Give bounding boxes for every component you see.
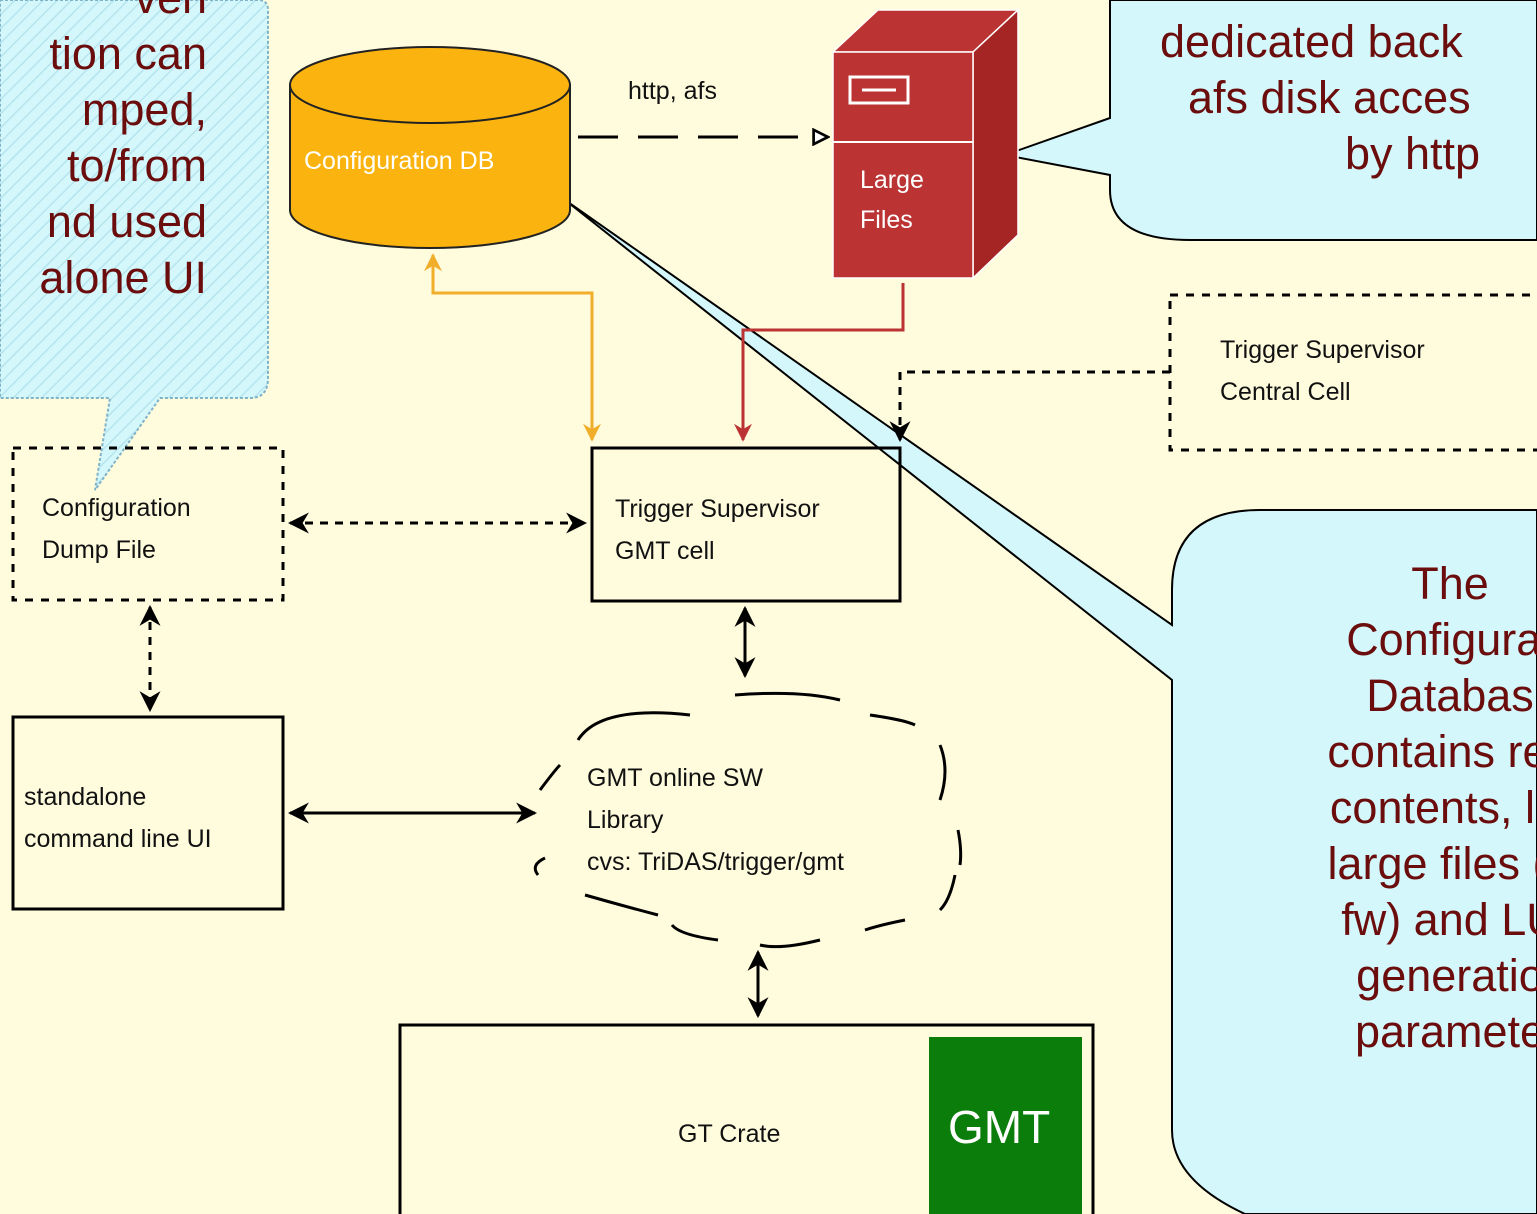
configuration-db-cylinder (289, 46, 571, 249)
ts-central-line-2: Central Cell (1220, 378, 1351, 406)
gmt-library-line-3: cvs: TriDAS/trigger/gmt (587, 848, 844, 876)
central-to-gmt-cell-connector (889, 370, 1170, 443)
bottom-right-callout-line-9: paramete (1354, 1006, 1537, 1057)
standalone-ui-box (11, 715, 285, 911)
top-right-callout-line-3: by http (1345, 128, 1481, 179)
bottom-right-callout-line-1: The (1411, 558, 1489, 609)
dump-file-line-2: Dump File (42, 536, 156, 564)
bottom-right-callout-shape (564, 199, 1537, 1214)
files-to-gmt-cell-connector (734, 283, 905, 442)
http-afs-label: http, afs (628, 77, 717, 105)
left-callout-shape (0, 0, 269, 491)
gmt-module-label: GMT (948, 1101, 1051, 1153)
gt-crate-box (398, 1023, 1095, 1214)
top-right-callout-text: dedicated back afs disk acces by http (1150, 14, 1480, 182)
bottom-right-callout-line-3: Databas (1366, 670, 1534, 721)
bottom-right-callout-line-6: large files (L (1327, 838, 1537, 889)
large-files-line-1: Large (860, 166, 924, 194)
large-files-server-icon (831, 8, 1020, 280)
bottom-right-callout-line-2: Configurat (1346, 614, 1537, 665)
left-callout-line-2: tion can (49, 28, 207, 79)
left-callout-line-4: to/from (66, 140, 207, 191)
bottom-right-callout-line-4: contains reg (1327, 726, 1537, 777)
gmt-library-label: GMT online SW Library cvs: TriDAS/trigge… (587, 757, 844, 883)
db-to-gmt-cell-connector (424, 253, 601, 442)
library-cloud (533, 691, 963, 949)
ts-gmt-line-2: GMT cell (615, 537, 715, 565)
left-callout-line-3: mped, (81, 84, 207, 135)
bottom-right-callout-line-5: contents, lin (1329, 782, 1537, 833)
ts-gmt-label: Trigger Supervisor GMT cell (615, 488, 820, 572)
standalone-ui-label: standalone command line UI (24, 776, 212, 860)
top-right-callout-shape (1001, 0, 1537, 241)
standalone-line-1: standalone (24, 783, 147, 811)
left-callout-line-1: ven (39, 0, 207, 26)
large-files-label: Large Files (860, 160, 924, 240)
config-db-label: Configuration DB (304, 147, 495, 175)
standalone-line-2: command line UI (24, 825, 212, 853)
dump-file-label: Configuration Dump File (42, 487, 191, 571)
top-right-callout-line-2: afs disk acces (1188, 72, 1471, 123)
ts-central-label: Trigger Supervisor Central Cell (1220, 329, 1425, 413)
top-right-callout-line-1: dedicated back (1160, 16, 1463, 67)
gmt-library-line-2: Library (587, 806, 664, 834)
gmt-module-block (929, 1037, 1082, 1214)
gmt-library-line-1: GMT online SW (587, 764, 763, 792)
bottom-right-callout-line-7: fw) and LU (1341, 894, 1537, 945)
gt-crate-label: GT Crate (678, 1120, 781, 1148)
left-callout-line-5: nd used (46, 196, 207, 247)
left-callout-text: ven tion can mped, to/from nd used alone… (39, 0, 207, 306)
ts-gmt-cell-box (590, 446, 902, 603)
ts-gmt-line-1: Trigger Supervisor (615, 495, 820, 523)
dump-file-box (11, 446, 285, 602)
large-files-line-2: Files (860, 206, 913, 234)
bottom-right-callout-text: The Configurat Databas contains reg cont… (1190, 556, 1537, 1060)
bottom-right-callout-line-8: generatio (1356, 950, 1537, 1001)
dump-file-line-1: Configuration (42, 494, 191, 522)
left-callout-line-6: alone UI (39, 252, 207, 303)
ts-central-line-1: Trigger Supervisor (1220, 336, 1425, 364)
